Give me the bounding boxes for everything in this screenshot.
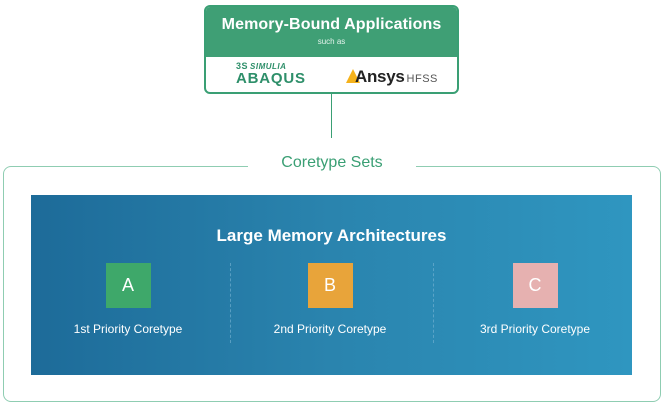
coretype-b: B 2nd Priority Coretype bbox=[230, 263, 430, 336]
abaqus-wordmark: ABAQUS bbox=[236, 70, 306, 87]
application-card-title: Memory-Bound Applications bbox=[221, 16, 442, 33]
connector-line bbox=[331, 94, 332, 138]
coretype-c-label: 3rd Priority Coretype bbox=[479, 322, 591, 336]
ansys-wordmark: Ansys bbox=[355, 67, 405, 86]
coretype-c: C 3rd Priority Coretype bbox=[435, 263, 635, 336]
coretype-b-label: 2nd Priority Coretype bbox=[273, 322, 387, 336]
coretype-b-box: B bbox=[307, 263, 353, 308]
ansys-chevron-icon bbox=[346, 69, 360, 83]
architecture-title: Large Memory Architectures bbox=[216, 226, 447, 245]
architecture-panel: Large Memory Architectures A 1st Priorit… bbox=[31, 195, 632, 375]
application-card-subtitle: such as bbox=[317, 37, 346, 46]
coretype-a-box: A bbox=[105, 263, 151, 308]
divider-2 bbox=[433, 263, 434, 343]
coretype-a: A 1st Priority Coretype bbox=[28, 263, 228, 336]
divider-1 bbox=[230, 263, 231, 343]
hfss-wordmark: HFSS bbox=[406, 73, 438, 85]
coretype-a-label: 1st Priority Coretype bbox=[73, 322, 183, 336]
coretype-c-box: C bbox=[512, 263, 558, 308]
ds-icon: 3S bbox=[236, 61, 249, 71]
coretype-set-title: Coretype Sets bbox=[248, 154, 416, 172]
application-card-header: Memory-Bound Applications such as bbox=[206, 7, 457, 57]
